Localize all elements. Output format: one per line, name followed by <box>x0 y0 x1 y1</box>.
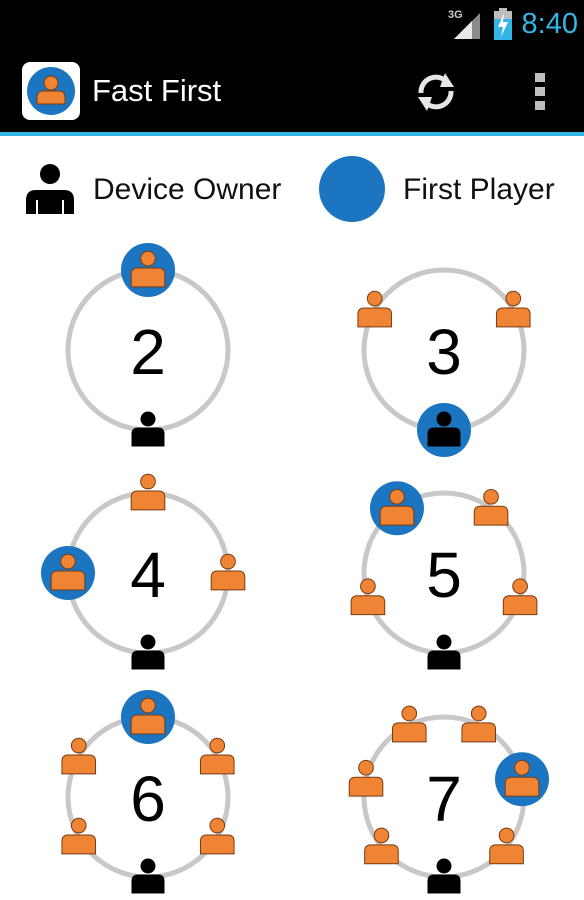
player-seat <box>364 827 399 865</box>
player-seat <box>350 578 386 616</box>
first-player-seat <box>121 690 175 744</box>
seating-table: 2 <box>65 243 231 447</box>
legend: Device Owner First Player <box>0 136 584 236</box>
player-seat <box>61 737 97 775</box>
action-bar: Fast First <box>0 48 584 136</box>
player-seat <box>210 553 246 591</box>
player-seat <box>199 737 235 775</box>
device-owner-seat <box>427 634 461 670</box>
legend-device-owner-label: Device Owner <box>93 173 282 206</box>
seating-table: 6 <box>61 690 235 894</box>
first-player-seat <box>41 546 95 600</box>
player-seat <box>502 578 538 616</box>
first-player-seat <box>369 481 424 536</box>
player-count-label: 7 <box>426 763 462 835</box>
player-seat <box>495 290 531 328</box>
seating-table: 3 <box>357 267 531 457</box>
refresh-button[interactable] <box>412 68 460 116</box>
seating-table: 7 <box>348 705 549 894</box>
legend-first-player-label: First Player <box>403 173 555 206</box>
player-seat <box>391 705 427 743</box>
app-title: Fast First <box>92 73 222 108</box>
player-seat <box>199 817 235 855</box>
person-in-blue-circle-icon <box>27 67 75 115</box>
seating-table: 5 <box>350 481 538 670</box>
first-player-seat <box>121 243 175 297</box>
clock: 8:40 <box>521 8 578 40</box>
device-owner-seat <box>131 634 165 670</box>
device-owner-seat <box>131 858 165 894</box>
first-player-seat <box>417 403 471 457</box>
player-seat <box>461 705 497 743</box>
app-icon[interactable] <box>22 62 80 120</box>
device-owner-icon <box>26 164 74 214</box>
player-count-label: 2 <box>130 316 166 388</box>
signal-icon <box>454 13 480 39</box>
player-seat <box>348 759 384 797</box>
device-owner-seat <box>131 411 165 447</box>
player-seat <box>61 817 97 855</box>
first-player-seat <box>494 752 549 807</box>
player-seat <box>357 290 393 328</box>
battery-charging-icon <box>494 8 512 40</box>
first-player-legend-dot <box>319 156 385 222</box>
player-seat <box>489 827 524 865</box>
seating-table: 4 <box>41 473 246 670</box>
player-count-label: 5 <box>426 539 462 611</box>
player-count-label: 3 <box>426 316 462 388</box>
player-seat <box>473 488 509 526</box>
refresh-icon <box>418 73 454 111</box>
status-bar: 3G 8:40 <box>0 0 584 48</box>
overflow-menu-icon <box>535 73 545 110</box>
device-owner-seat <box>427 858 461 894</box>
overflow-menu-button[interactable] <box>526 66 554 118</box>
player-count-label: 6 <box>130 763 166 835</box>
player-seat <box>130 473 166 511</box>
network-type-label: 3G <box>448 9 463 21</box>
player-count-label: 4 <box>130 539 166 611</box>
